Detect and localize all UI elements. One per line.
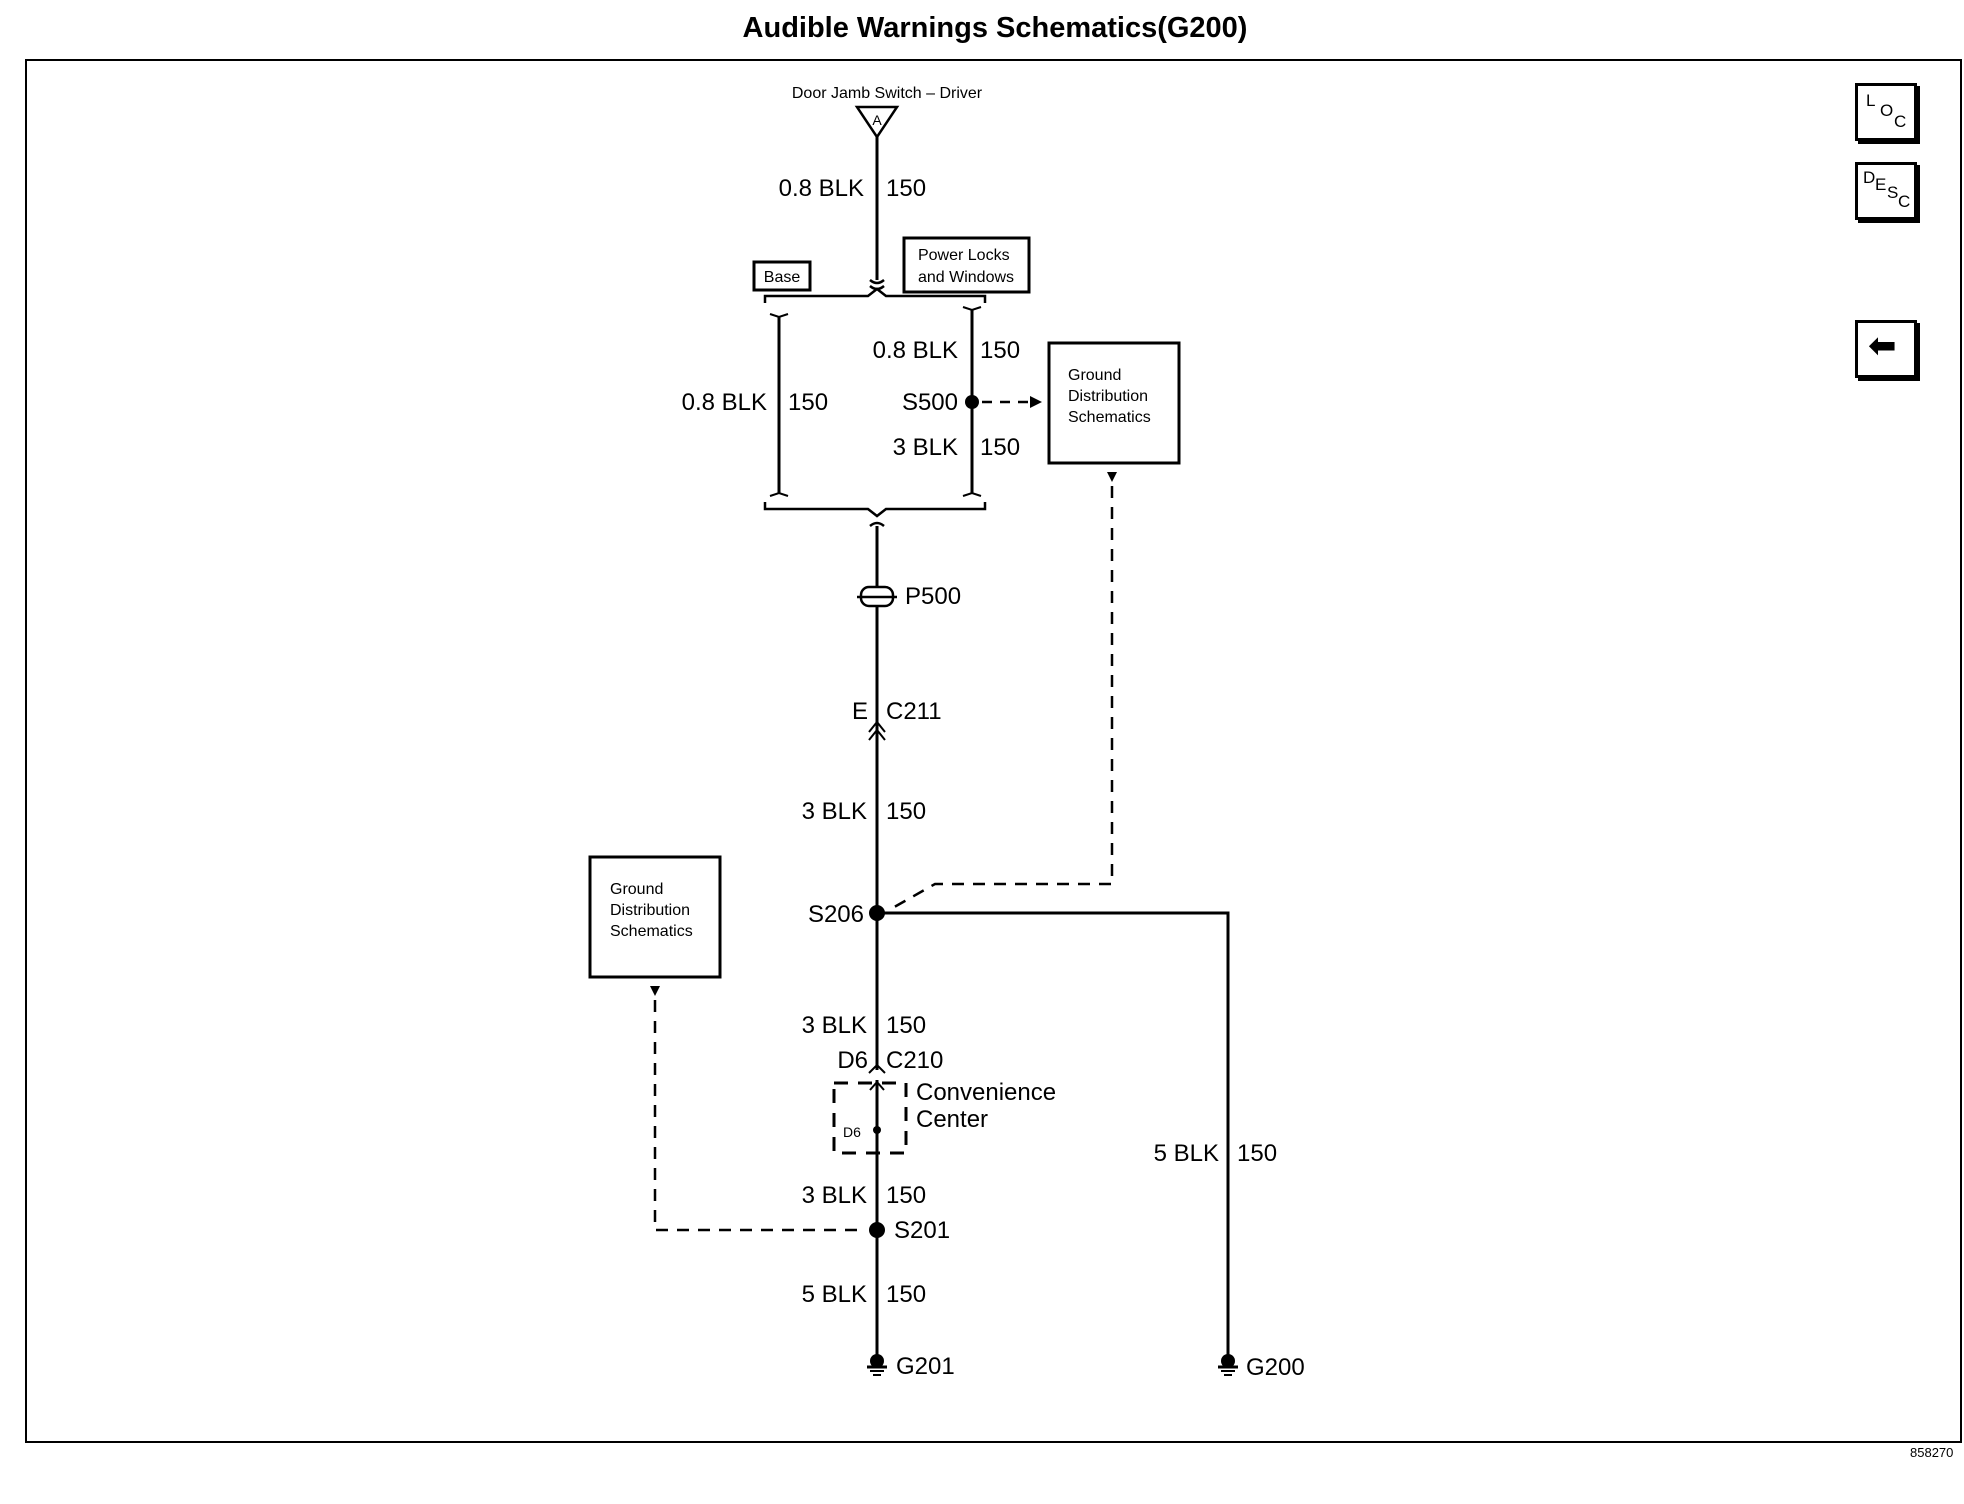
connector-c210-label: C210 [886, 1047, 943, 1074]
desc-letter-c: C [1898, 192, 1911, 211]
source-terminal-label: A [872, 112, 882, 128]
wire-mid-color: 3 BLK [802, 798, 867, 825]
ground-g200-label: G200 [1246, 1354, 1305, 1381]
connector-c211 [868, 720, 886, 741]
connector-c211-label: C211 [886, 698, 942, 725]
ground-dist-box-upper [1047, 341, 1181, 465]
loc-letter-c: C [1894, 112, 1907, 131]
loc-letter-o: O [1880, 101, 1894, 120]
wire-power2-color: 3 BLK [893, 434, 958, 461]
desc-letter-s: S [1887, 183, 1899, 202]
desc-letter-e: E [1875, 175, 1887, 194]
pass-through-p500-label: P500 [905, 583, 961, 610]
option-bracket-top [763, 287, 987, 303]
option-power-label: Power Locks and Windows [918, 247, 1014, 286]
ground-dist-box-lower [588, 855, 722, 979]
option-power-box [902, 236, 1031, 294]
wire-break-top [869, 279, 885, 285]
ground-dist-label-lower: Ground Distribution Schematics [610, 881, 694, 940]
wire-base-circuit: 150 [788, 389, 828, 416]
convenience-center-label: Convenience Center [916, 1079, 1063, 1133]
ground-dist-label-upper: Ground Distribution Schematics [1068, 367, 1152, 426]
page-title: Audible Warnings Schematics(G200) [742, 12, 1248, 44]
diagram-frame [25, 59, 1962, 1443]
splice-s206-dot [869, 905, 885, 921]
desc-button[interactable]: D E S C [1855, 162, 1917, 220]
ground-dist-upper-link [888, 486, 1114, 912]
ground-g201-label: G201 [896, 1353, 955, 1380]
wire-power1-circuit: 150 [980, 337, 1020, 364]
splice-s201-dot [869, 1222, 885, 1238]
option-base-box [752, 260, 812, 292]
wire-c210-color: 3 BLK [802, 1012, 867, 1039]
connector-c210 [868, 1063, 886, 1074]
wire-mid-circuit: 150 [886, 798, 926, 825]
wire-cc-circuit: 150 [886, 1182, 926, 1209]
wire-g200-branch [877, 911, 1230, 1355]
figure-number: 858270 [1910, 1445, 1954, 1460]
connector-c211-pin: E [852, 698, 868, 725]
wire-bottom-color: 5 BLK [802, 1281, 867, 1308]
splice-s500-dot [965, 395, 979, 409]
wire-cc-color: 3 BLK [802, 1182, 867, 1209]
ground-g200-icon [1216, 1352, 1240, 1377]
desc-letter-d: D [1863, 168, 1876, 187]
splice-s201-label: S201 [894, 1217, 950, 1244]
source-connector-triangle [854, 105, 900, 140]
convenience-center-pin: D6 [843, 1124, 861, 1140]
wire-bottom-circuit: 150 [886, 1281, 926, 1308]
splice-s500-label: S500 [902, 389, 958, 416]
wire-top-circuit: 150 [886, 175, 926, 202]
wire-right-circuit: 150 [1237, 1140, 1277, 1167]
wire-base-color: 0.8 BLK [682, 389, 767, 416]
connector-c210-pin: D6 [837, 1047, 868, 1074]
splice-s206-label: S206 [808, 901, 864, 928]
back-button[interactable]: ⬅ [1855, 320, 1917, 378]
ground-g201-icon [865, 1352, 889, 1377]
wire-power1-color: 0.8 BLK [873, 337, 958, 364]
source-component-label: Door Jamb Switch – Driver [792, 85, 983, 102]
wire-top-color: 0.8 BLK [779, 175, 864, 202]
wire-right-color: 5 BLK [1154, 1140, 1219, 1167]
loc-letter-l: L [1866, 91, 1876, 110]
wire-power2-circuit: 150 [980, 434, 1020, 461]
option-bracket-bottom [763, 502, 987, 518]
option-base-label: Base [764, 269, 801, 286]
convenience-center-box [832, 1081, 908, 1155]
wire-c210-circuit: 150 [886, 1012, 926, 1039]
loc-button[interactable]: L O C [1855, 83, 1917, 141]
back-arrow-icon: ⬅ [1868, 327, 1897, 365]
